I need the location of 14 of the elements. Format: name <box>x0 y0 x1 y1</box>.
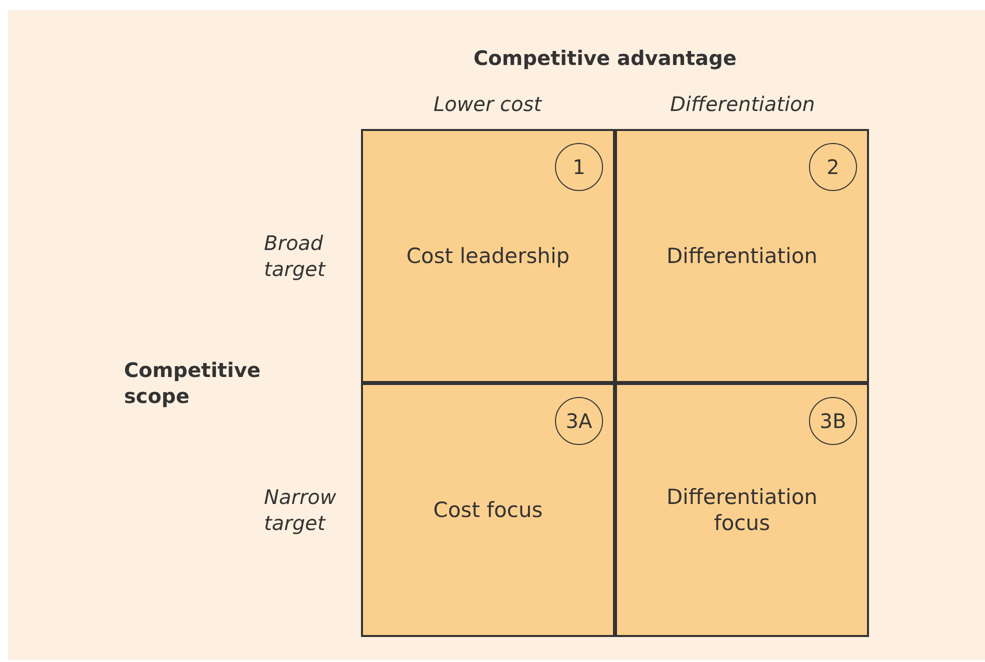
strategy-cell <box>361 383 615 637</box>
strategy-cell <box>361 129 615 383</box>
axis-label: Narrow target <box>264 484 338 536</box>
axis-label: Competitive advantage <box>472 45 738 72</box>
cell-text: Cost leadership <box>406 243 570 269</box>
strategy-cell <box>615 383 869 637</box>
strategy-cell <box>615 129 869 383</box>
cell-text: Cost focus <box>433 497 543 523</box>
axis-label: Differentiation <box>669 91 816 118</box>
axis-label: Lower cost <box>432 91 544 118</box>
cell-text: Differentiation focus <box>666 484 818 536</box>
cell-text: Differentiation <box>666 243 818 269</box>
axis-label: Competitive scope <box>124 357 262 409</box>
axis-label: Broad target <box>264 230 327 282</box>
